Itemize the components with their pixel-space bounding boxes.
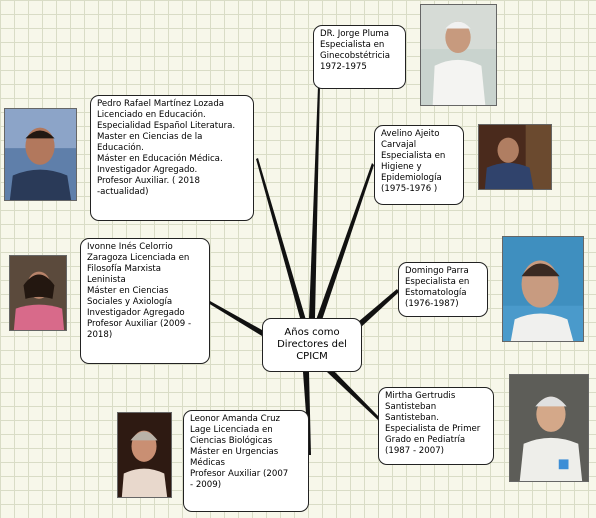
connector-santisteban xyxy=(327,370,380,420)
director-box-martinez: Pedro Rafael Martínez Lozada Licenciado … xyxy=(90,95,254,221)
photo-ajeito xyxy=(478,124,552,190)
connector-martinez xyxy=(256,158,306,320)
connector-pluma xyxy=(309,86,320,318)
central-topic: Años como Directores del CPICM xyxy=(262,318,362,372)
photo-santisteban xyxy=(509,374,589,482)
connector-celorrio xyxy=(208,301,262,336)
director-box-santisteban: Mirtha Gertrudis Santisteban Santisteban… xyxy=(378,387,494,465)
director-box-pluma: DR. Jorge Pluma Especialista en Ginecobs… xyxy=(313,25,406,89)
director-box-ajeito: Avelino Ajeito Carvajal Especialista en … xyxy=(374,125,464,205)
director-box-cruz: Leonor Amanda Cruz Lage Licenciada en Ci… xyxy=(183,410,309,512)
photo-celorrio xyxy=(9,255,67,331)
director-box-parra: Domingo Parra Especialista en Estomatolo… xyxy=(398,262,488,317)
director-box-celorrio: Ivonne Inés Celorrio Zaragoza Licenciada… xyxy=(80,238,210,364)
connector-parra xyxy=(358,289,399,328)
photo-cruz xyxy=(117,412,172,498)
photo-martinez xyxy=(4,108,77,201)
photo-parra xyxy=(502,236,584,342)
photo-pluma xyxy=(420,4,497,106)
connector-ajeito xyxy=(316,163,374,320)
